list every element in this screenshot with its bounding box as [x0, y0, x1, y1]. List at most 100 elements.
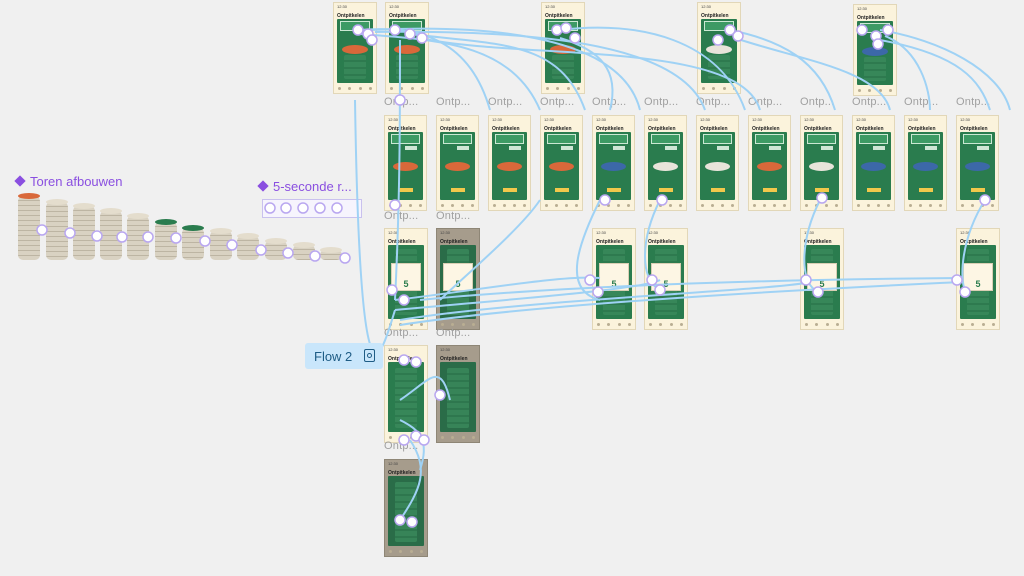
coin-disc[interactable]	[913, 162, 938, 172]
tower-coin-stack[interactable]	[237, 233, 259, 260]
option-chip[interactable]	[769, 146, 781, 150]
hotspot-node[interactable]	[331, 202, 343, 214]
hotspot-node[interactable]	[394, 94, 406, 106]
nav-dot-icon[interactable]	[400, 87, 404, 90]
nav-dot-icon[interactable]	[877, 204, 881, 207]
nav-dot-icon[interactable]	[554, 204, 558, 207]
nav-dot-icon[interactable]	[701, 87, 705, 90]
frame-name-label[interactable]: Ontp...	[384, 327, 419, 339]
nav-dot-icon[interactable]	[991, 204, 995, 207]
hotspot-node[interactable]	[398, 294, 410, 306]
nav-dot-icon[interactable]	[815, 323, 819, 326]
nav-dot-icon[interactable]	[388, 436, 392, 439]
frame-name-label[interactable]: Ontp...	[436, 210, 471, 222]
frame-name-label[interactable]: Ontp...	[644, 96, 679, 108]
nav-dot-icon[interactable]	[679, 204, 683, 207]
nav-dot-icon[interactable]	[348, 87, 352, 90]
nav-dot-icon[interactable]	[804, 204, 808, 207]
coin-disc[interactable]	[861, 162, 886, 172]
nav-dot-icon[interactable]	[450, 204, 454, 207]
nav-dot-icon[interactable]	[523, 204, 527, 207]
hotspot-node[interactable]	[64, 227, 76, 239]
nav-dot-icon[interactable]	[868, 89, 872, 92]
hotspot-node[interactable]	[255, 244, 267, 256]
nav-dot-icon[interactable]	[889, 89, 893, 92]
option-chip[interactable]	[665, 146, 677, 150]
tower-coin-stack[interactable]	[265, 238, 287, 260]
coin-disc[interactable]	[705, 162, 730, 172]
nav-dot-icon[interactable]	[804, 323, 808, 326]
nav-dot-icon[interactable]	[606, 204, 610, 207]
confirm-button[interactable]	[503, 188, 517, 192]
frame-name-label[interactable]: Ontp...	[800, 96, 835, 108]
option-chip[interactable]	[717, 146, 729, 150]
hotspot-node[interactable]	[872, 38, 884, 50]
hotspot-node[interactable]	[366, 34, 378, 46]
nav-dot-icon[interactable]	[762, 204, 766, 207]
nav-dot-icon[interactable]	[566, 87, 570, 90]
hotspot-node[interactable]	[592, 286, 604, 298]
nav-dot-icon[interactable]	[596, 323, 600, 326]
hotspot-node[interactable]	[882, 24, 894, 36]
hotspot-node[interactable]	[339, 252, 351, 264]
nav-dot-icon[interactable]	[908, 204, 912, 207]
nav-dot-icon[interactable]	[939, 204, 943, 207]
hotspot-node[interactable]	[389, 24, 401, 36]
confirm-button[interactable]	[451, 188, 465, 192]
nav-dot-icon[interactable]	[461, 323, 465, 326]
nav-dot-icon[interactable]	[577, 87, 581, 90]
confirm-button[interactable]	[711, 188, 725, 192]
hotspot-node[interactable]	[812, 286, 824, 298]
confirm-button[interactable]	[607, 188, 621, 192]
tower-coin-stack[interactable]	[127, 213, 149, 260]
coin-disc[interactable]	[342, 45, 368, 54]
option-chip[interactable]	[509, 146, 521, 150]
nav-dot-icon[interactable]	[545, 87, 549, 90]
nav-dot-icon[interactable]	[440, 204, 444, 207]
nav-dot-icon[interactable]	[607, 323, 611, 326]
hotspot-node[interactable]	[560, 22, 572, 34]
nav-dot-icon[interactable]	[421, 87, 425, 90]
hotspot-node[interactable]	[297, 202, 309, 214]
hotspot-node[interactable]	[280, 202, 292, 214]
hotspot-node[interactable]	[416, 32, 428, 44]
nav-dot-icon[interactable]	[866, 204, 870, 207]
coin-disc[interactable]	[653, 162, 678, 172]
frame-name-label[interactable]: Ontp...	[696, 96, 731, 108]
coin-disc[interactable]	[862, 47, 888, 56]
nav-dot-icon[interactable]	[451, 323, 455, 326]
nav-dot-icon[interactable]	[440, 436, 444, 439]
nav-dot-icon[interactable]	[388, 550, 392, 553]
hotspot-node[interactable]	[91, 230, 103, 242]
nav-dot-icon[interactable]	[648, 204, 652, 207]
hotspot-node[interactable]	[282, 247, 294, 259]
nav-dot-icon[interactable]	[680, 323, 684, 326]
nav-dot-icon[interactable]	[731, 204, 735, 207]
hotspot-node[interactable]	[959, 286, 971, 298]
nav-dot-icon[interactable]	[971, 323, 975, 326]
option-chip[interactable]	[613, 146, 625, 150]
hotspot-node[interactable]	[724, 24, 736, 36]
tower-component-title[interactable]: Toren afbouwen	[14, 174, 123, 189]
nav-dot-icon[interactable]	[358, 87, 362, 90]
nav-dot-icon[interactable]	[710, 204, 714, 207]
nav-dot-icon[interactable]	[420, 323, 424, 326]
frame-name-label[interactable]: Ontp...	[748, 96, 783, 108]
nav-dot-icon[interactable]	[825, 323, 829, 326]
nav-dot-icon[interactable]	[659, 323, 663, 326]
tower-coin-stack[interactable]	[182, 225, 204, 260]
nav-dot-icon[interactable]	[420, 550, 424, 553]
nav-dot-icon[interactable]	[878, 89, 882, 92]
hotspot-node[interactable]	[398, 354, 410, 366]
nav-dot-icon[interactable]	[887, 204, 891, 207]
nav-dot-icon[interactable]	[783, 204, 787, 207]
